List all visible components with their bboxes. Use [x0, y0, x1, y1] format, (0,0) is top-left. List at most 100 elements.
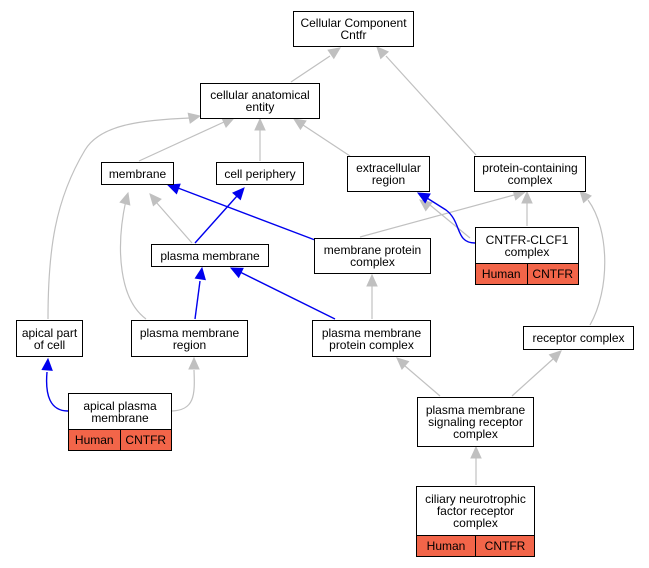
part-of-edge: [177, 187, 316, 241]
node-label-line: ciliary neurotrophic: [425, 492, 526, 506]
arrowhead-icon: [187, 112, 202, 124]
node-label-line: membrane: [91, 410, 149, 425]
edges: [41, 46, 606, 485]
arrowhead-icon: [416, 192, 431, 204]
is-a-edge: [290, 55, 331, 83]
arrowhead-icon: [149, 193, 162, 207]
is-a-edge: [511, 358, 554, 397]
node-receptor-complex[interactable]: receptor complex: [523, 326, 634, 350]
node-label: plasma membrane: [152, 245, 268, 266]
node-label-line: cellular anatomical: [210, 88, 310, 102]
node-label: membrane: [102, 163, 173, 184]
node-label-line: apical part: [21, 325, 78, 340]
gene-tag[interactable]: CNTFR: [526, 264, 578, 284]
node-label-line: region: [172, 337, 207, 352]
arrowhead-icon: [41, 357, 53, 371]
node-label-line: plasma membrane: [160, 248, 260, 263]
is-a-edge: [587, 199, 606, 326]
is-a-edge: [169, 369, 195, 412]
part-of-edge: [239, 271, 336, 320]
gene-tag[interactable]: CNTFR: [119, 430, 171, 450]
node-label-line: Cellular Component: [300, 16, 407, 30]
arrowhead-icon: [232, 187, 245, 201]
arrowhead-icon: [366, 273, 378, 287]
node-label-line: plasma membrane: [425, 403, 526, 417]
is-a-edge: [155, 201, 193, 244]
is-a-edge: [302, 124, 351, 157]
arrowhead-icon: [119, 191, 131, 206]
node-label-line: protein-containing: [482, 161, 578, 175]
arrowhead-icon: [579, 190, 592, 204]
arrowhead-icon: [548, 350, 562, 364]
arrowhead-icon: [229, 267, 244, 279]
node-label: receptor complex: [524, 327, 633, 349]
node-label-line: CNTFR-CLCF1: [485, 232, 569, 247]
node-label-line: complex: [504, 244, 550, 259]
part-of-edge: [426, 197, 476, 244]
node-label: cell periphery: [217, 163, 303, 184]
node-label-line: membrane protein: [323, 243, 422, 257]
node-label-line: signaling receptor: [428, 415, 523, 429]
node-label-line: apical plasma: [83, 398, 157, 413]
is-a-edge: [119, 199, 147, 320]
species-tag[interactable]: Human: [476, 264, 527, 284]
arrowhead-icon: [194, 266, 206, 281]
part-of-edge: [194, 280, 201, 320]
node-label-line: factor receptor: [436, 504, 515, 518]
node-cell-periphery[interactable]: cell periphery: [216, 162, 304, 185]
species-tag[interactable]: Human: [417, 536, 475, 556]
node-label-line: receptor complex: [532, 331, 625, 345]
node-membrane[interactable]: membrane: [101, 162, 174, 185]
arrowhead-icon: [221, 117, 236, 129]
node-label-line: entity: [245, 100, 275, 114]
arrowhead-icon: [521, 190, 533, 204]
is-a-edge: [47, 117, 191, 320]
node-label-line: extracellular: [356, 161, 421, 175]
arrowhead-icon: [166, 183, 181, 195]
part-of-edge: [194, 195, 238, 244]
is-a-edge: [385, 55, 477, 156]
node-label-line: cell periphery: [224, 166, 296, 181]
arrowhead-icon: [470, 445, 482, 459]
arrowhead-icon: [292, 118, 307, 131]
gene-tag[interactable]: CNTFR: [475, 536, 534, 556]
arrowhead-icon: [396, 357, 410, 370]
part-of-edge: [45, 371, 69, 412]
node-label-line: complex: [507, 173, 553, 187]
node-label-line: protein complex: [329, 337, 414, 352]
node-plasma-membrane[interactable]: plasma membrane: [151, 244, 269, 267]
arrowhead-icon: [327, 47, 341, 60]
node-label-line: of cell: [33, 337, 66, 352]
is-a-edge: [359, 194, 515, 238]
arrowhead-icon: [254, 117, 266, 131]
species-tag[interactable]: Human: [69, 430, 120, 450]
